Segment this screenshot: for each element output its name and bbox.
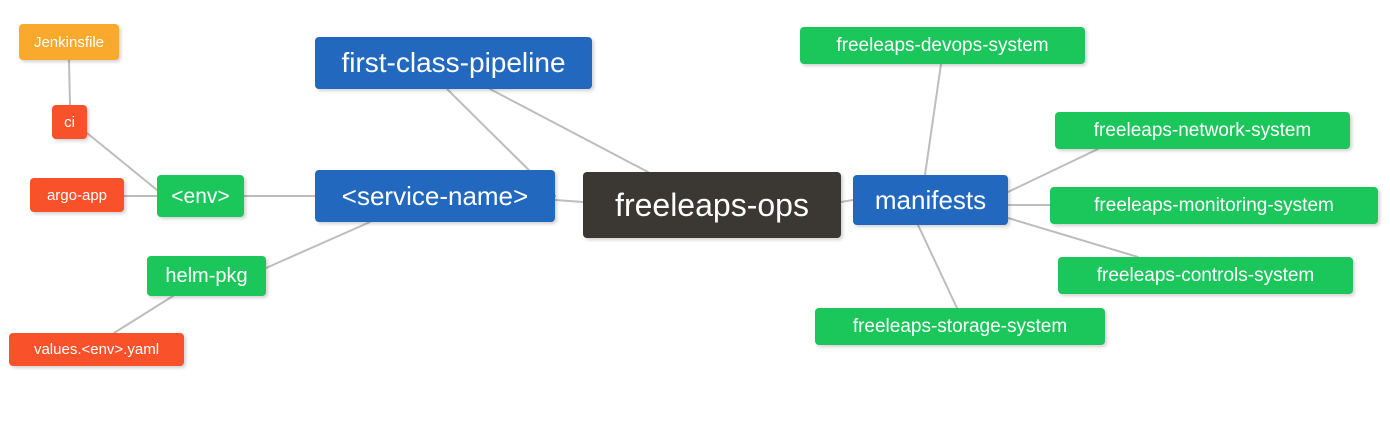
edge-freeleaps-ops-to-manifests: [840, 199, 854, 203]
edge-service-name-to-helm-pkg: [265, 221, 371, 269]
node-label: values.<env>.yaml: [33, 341, 160, 358]
node-label: argo-app: [46, 186, 108, 204]
node-ci[interactable]: ci: [52, 105, 87, 139]
edge-manifests-to-freeleaps-storage-system: [917, 224, 958, 309]
edge-first-class-pipeline-to-freeleaps-ops: [489, 88, 649, 173]
node-env[interactable]: <env>: [157, 175, 244, 217]
edge-manifests-to-freeleaps-devops-system: [924, 63, 942, 176]
node-label: ci: [64, 113, 75, 131]
node-label: freeleaps-storage-system: [852, 316, 1068, 337]
node-jenkinsfile[interactable]: Jenkinsfile: [19, 24, 119, 60]
node-freeleaps-controls-system[interactable]: freeleaps-controls-system: [1058, 257, 1353, 294]
edge-jenkinsfile-to-ci: [68, 59, 71, 106]
node-manifests[interactable]: manifests: [853, 175, 1008, 225]
node-label: helm-pkg: [165, 265, 248, 287]
node-label: freeleaps-controls-system: [1096, 265, 1315, 286]
edge-manifests-to-freeleaps-network-system: [1007, 148, 1099, 193]
node-freeleaps-devops-system[interactable]: freeleaps-devops-system: [800, 27, 1085, 64]
node-label: freeleaps-ops: [615, 187, 809, 223]
node-label: freeleaps-network-system: [1093, 120, 1312, 141]
node-service-name[interactable]: <service-name>: [315, 170, 555, 222]
node-label: manifests: [874, 185, 987, 215]
node-freeleaps-storage-system[interactable]: freeleaps-storage-system: [815, 308, 1105, 345]
node-freeleaps-ops[interactable]: freeleaps-ops: [583, 172, 841, 238]
node-label: Jenkinsfile: [33, 33, 105, 51]
node-freeleaps-network-system[interactable]: freeleaps-network-system: [1055, 112, 1350, 149]
edge-service-name-to-freeleaps-ops: [554, 199, 584, 203]
node-label: freeleaps-devops-system: [836, 35, 1049, 56]
edge-helm-pkg-to-values-yaml: [113, 295, 174, 334]
node-first-class-pipeline[interactable]: first-class-pipeline: [315, 37, 592, 89]
node-argo-app[interactable]: argo-app: [30, 178, 124, 212]
node-freeleaps-monitoring-system[interactable]: freeleaps-monitoring-system: [1050, 187, 1378, 224]
node-label: freeleaps-monitoring-system: [1094, 195, 1334, 216]
node-label: <service-name>: [341, 181, 529, 211]
node-label: <env>: [171, 184, 230, 208]
node-values-yaml[interactable]: values.<env>.yaml: [9, 333, 184, 366]
node-helm-pkg[interactable]: helm-pkg: [147, 256, 266, 296]
node-label: first-class-pipeline: [341, 47, 566, 78]
